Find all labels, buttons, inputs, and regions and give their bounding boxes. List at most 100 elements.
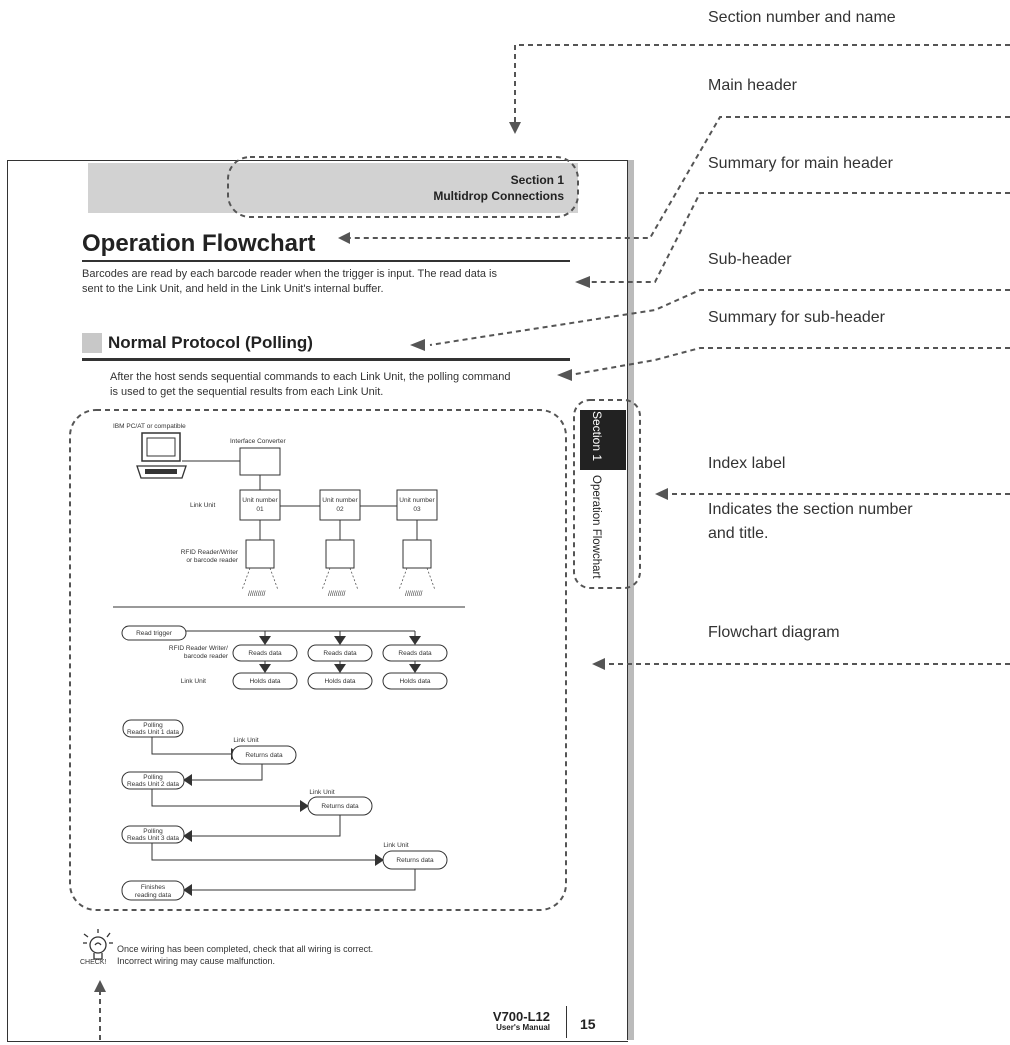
sub-summary-line-1: After the host sends sequential commands… — [110, 371, 511, 383]
leader-sub-summary — [569, 347, 1010, 376]
holds-data-text-1: Holds data — [249, 678, 280, 685]
section-number: Section 1 — [510, 173, 564, 187]
host-label: IBM PC/AT or compatible — [113, 423, 186, 430]
callout-main-header: Main header — [708, 77, 797, 94]
flow-return-1 — [185, 764, 263, 781]
polling-node-2 — [121, 771, 185, 790]
holds-data-text-3: Holds data — [399, 678, 430, 685]
page-edge — [627, 160, 634, 1040]
footer-divider — [566, 1006, 567, 1038]
reads-unit-2-text: Reads Unit 2 data — [127, 781, 179, 788]
reads-unit-3-text: Reads Unit 3 data — [127, 835, 179, 842]
callout-section-number: Section number and name — [708, 9, 896, 26]
holds-data-node-1 — [232, 672, 298, 690]
computer-icon — [136, 432, 187, 479]
reads-unit-1-text: Reads Unit 1 data — [127, 729, 179, 736]
sub-header: Normal Protocol (Polling) — [108, 333, 313, 352]
flow-poll-1 — [151, 736, 231, 755]
returns-data-node-1 — [231, 745, 297, 765]
product-name: V700-L12 — [492, 1009, 550, 1024]
unit-1-label: Unit number — [242, 497, 278, 504]
reader-label-1: RFID Reader/Writer — [181, 549, 239, 556]
returns-data-text-3: Returns data — [396, 857, 434, 864]
index-title-text: Operation Flowchart — [590, 475, 602, 579]
polling-node-1 — [122, 719, 184, 738]
unit-box-03 — [396, 489, 438, 521]
barcode-3: ///////// — [405, 591, 423, 598]
callout-index-desc-1: Indicates the section number — [708, 501, 913, 518]
check-text-line-1: Once wiring has been completed, check th… — [117, 944, 374, 954]
read-trigger-text: Read trigger — [136, 630, 173, 637]
arrowhead — [509, 122, 521, 134]
arrowhead — [655, 488, 668, 500]
index-frame — [573, 399, 641, 589]
section-name: Multidrop Connections — [433, 189, 564, 203]
sub-header-rule — [82, 358, 570, 361]
index-label: Section 1 Operation Flowchart — [590, 411, 604, 579]
manual-title: User's Manual — [496, 1023, 550, 1032]
read-trigger-node — [121, 625, 187, 641]
finish-text-1: Finishes — [141, 884, 166, 891]
unit-box-02 — [319, 489, 361, 521]
main-summary-line-1: Barcodes are read by each barcode reader… — [82, 268, 497, 280]
arrowhead — [410, 339, 425, 351]
reader-row-label-2: barcode reader — [184, 653, 229, 660]
holds-data-node-2 — [307, 672, 373, 690]
barcode-2: ///////// — [328, 591, 346, 598]
poll-link-unit-2: Link Unit — [309, 789, 334, 796]
reader-row-label-1: RFID Reader Writer/ — [169, 645, 228, 652]
scan-beams — [241, 567, 436, 591]
poll-link-unit-3: Link Unit — [383, 842, 408, 849]
main-header: Operation Flowchart — [82, 230, 316, 257]
leader-sub-header — [429, 289, 1010, 346]
finish-node — [121, 880, 185, 901]
section-header-bar: Section 1 Multidrop Connections — [88, 163, 578, 213]
check-text-line-2: Incorrect wiring may cause malfunction. — [117, 956, 276, 966]
callout-flowchart: Flowchart diagram — [708, 624, 840, 641]
arrowhead — [592, 658, 605, 670]
unit-2-number: 02 — [336, 506, 344, 513]
converter-label: Interface Converter — [230, 438, 286, 445]
returns-data-text-1: Returns data — [245, 752, 283, 759]
reader-box-2 — [325, 539, 355, 569]
flowchart-diagram: IBM PC/AT or compatible Interface Conver… — [83, 423, 465, 960]
reads-data-text-1: Reads data — [248, 650, 282, 657]
reader-label-2: or barcode reader — [186, 557, 239, 564]
reads-data-text-2: Reads data — [323, 650, 357, 657]
sub-summary-line-2: is used to get the sequential results fr… — [110, 386, 384, 398]
page-number: 15 — [580, 1016, 596, 1032]
holds-data-text-2: Holds data — [324, 678, 355, 685]
leader-main-summary — [590, 192, 1010, 283]
holds-data-node-3 — [382, 672, 448, 690]
callout-summary-main: Summary for main header — [708, 155, 893, 172]
index-tab-section — [580, 410, 626, 470]
sub-header-marker — [82, 333, 102, 353]
polling-node-3 — [121, 825, 185, 844]
manual-page — [7, 160, 628, 1042]
arrowhead — [94, 980, 106, 992]
returns-data-node-3 — [382, 850, 448, 870]
unit-3-number: 03 — [413, 506, 421, 513]
leader-section — [514, 44, 1010, 125]
flow-return-2 — [185, 814, 341, 837]
index-section-text: Section 1 — [590, 411, 604, 461]
finish-text-2: reading data — [135, 892, 172, 899]
reader-box-3 — [402, 539, 432, 569]
section-frame — [227, 156, 579, 218]
callout-summary-sub: Summary for sub-header — [708, 309, 885, 326]
callout-index-desc-2: and title. — [708, 525, 769, 542]
link-unit-label: Link Unit — [190, 502, 215, 509]
arrowhead — [557, 369, 572, 381]
converter-box — [239, 447, 281, 476]
unit-1-number: 01 — [256, 506, 264, 513]
main-summary-line-2: sent to the Link Unit, and held in the L… — [82, 283, 384, 295]
link-row-label: Link Unit — [181, 678, 206, 685]
flow-return-3 — [185, 868, 416, 891]
callout-sub-header: Sub-header — [708, 251, 792, 268]
callout-index-label: Index label — [708, 455, 786, 472]
check-label: CHECK! — [80, 959, 107, 966]
main-header-rule — [82, 260, 570, 262]
unit-3-label: Unit number — [399, 497, 435, 504]
barcode-1: ///////// — [248, 591, 266, 598]
